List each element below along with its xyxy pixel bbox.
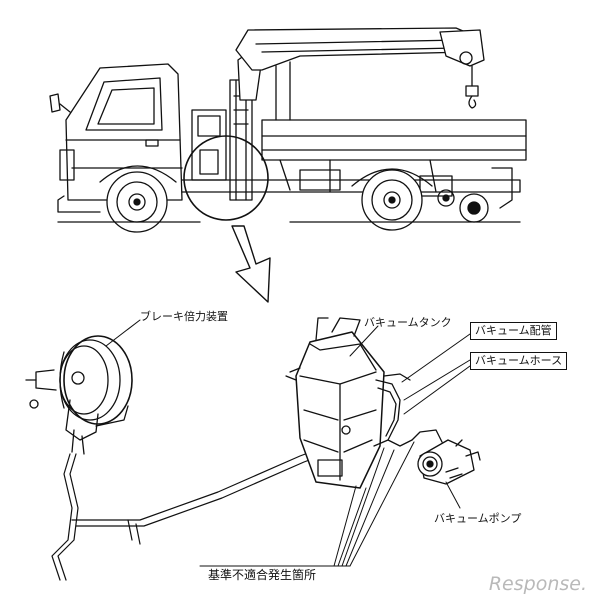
brake-booster-illustration — [25, 335, 133, 455]
vacuum-pipe-run — [51, 443, 337, 581]
vacuum-hose-label: バキュームホース — [470, 352, 568, 370]
vacuum-tank-label: バキュームタンク — [364, 316, 452, 329]
vacuum-pump-illustration — [411, 429, 481, 485]
truck-illustration — [49, 27, 527, 233]
vacuum-tank-illustration — [285, 317, 413, 489]
leader-lines — [105, 319, 471, 567]
defect-location-label: 基準不適合発生箇所 — [208, 568, 317, 582]
vacuum-pump-label: バキュームポンプ — [434, 512, 522, 525]
down-arrow-icon — [231, 225, 271, 303]
response-watermark-logo: Response. — [488, 573, 587, 595]
vacuum-pipe-label: バキューム配管 — [470, 322, 557, 340]
brake-booster-label: ブレーキ倍力装置 — [140, 310, 228, 323]
